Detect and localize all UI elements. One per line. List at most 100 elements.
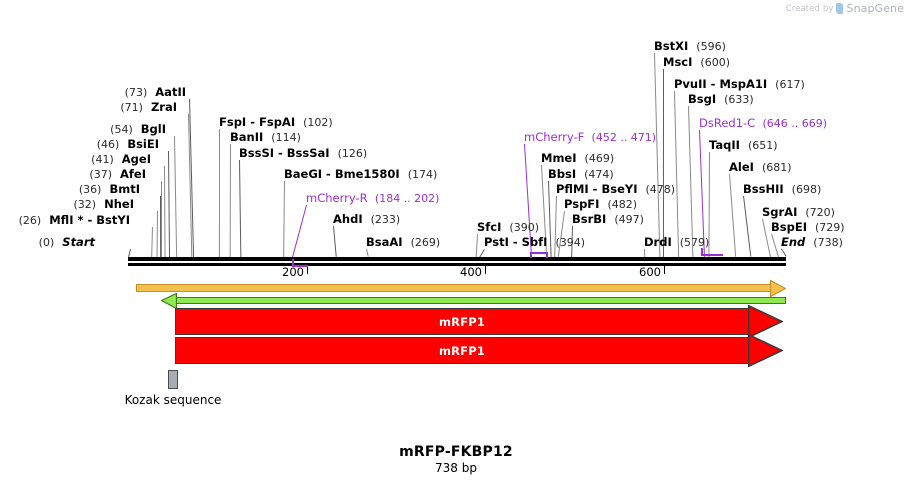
- enzyme-name-pspfi: PspFI: [564, 197, 600, 211]
- enzyme-label-bsrbi[interactable]: BsrBI (497): [572, 213, 644, 226]
- leader-line-sgrai: [762, 218, 771, 257]
- enzyme-name-sgrai: SgrAI: [762, 205, 798, 219]
- feature-mrfp1-1-body: mRFP1: [175, 308, 749, 335]
- enzyme-name-start: Start: [62, 235, 95, 249]
- enzyme-label-mfli-bstyi[interactable]: (26) MflI * - BstYI: [19, 214, 130, 227]
- enzyme-name-drdi: DrdI: [644, 235, 672, 249]
- enzyme-position-bsgi: (633): [724, 93, 754, 106]
- enzyme-label-bmti[interactable]: (36) BmtI: [79, 183, 140, 196]
- enzyme-label-drdi[interactable]: DrdI (579): [644, 236, 709, 249]
- enzyme-name-bsaai: BsaAI: [366, 235, 403, 249]
- enzyme-position-bsrbi: (497): [614, 213, 644, 226]
- leader-line-sfci: [475, 234, 478, 258]
- enzyme-position-bbsi: (474): [584, 168, 614, 181]
- snapgene-logo-icon: [836, 3, 844, 14]
- enzyme-label-mcherry-f[interactable]: mCherry-F (452 .. 471): [524, 131, 656, 144]
- enzyme-position-bgli: (54): [110, 123, 133, 136]
- enzyme-label-mcherry-r[interactable]: mCherry-R (184 .. 202): [306, 192, 439, 205]
- leader-line-bgli: [174, 135, 178, 257]
- enzyme-name-nhei: NheI: [104, 197, 134, 211]
- enzyme-position-nhei: (32): [73, 198, 97, 211]
- enzyme-name-ahdi: AhdI: [333, 212, 363, 226]
- enzyme-position-mcherry-f: (452 .. 471): [591, 131, 657, 144]
- enzyme-position-sgrai: (720): [805, 206, 835, 219]
- leader-line-ahdi: [333, 225, 337, 257]
- watermark-product-name: SnapGene: [846, 2, 904, 15]
- enzyme-label-msci[interactable]: MscI (600): [663, 56, 730, 69]
- enzyme-position-agei: (41): [91, 153, 114, 166]
- enzyme-label-pvuii[interactable]: PvuII - MspA1I (617): [674, 78, 805, 91]
- enzyme-label-bspei[interactable]: BspEI (729): [771, 221, 845, 234]
- leader-line-bsaai: [366, 248, 369, 257]
- enzyme-name-sfci: SfcI: [477, 220, 502, 234]
- enzyme-label-end[interactable]: End (738): [781, 236, 843, 249]
- ruler-tick-label-200: 200: [282, 265, 304, 279]
- enzyme-label-pflmi[interactable]: PflMI - BseYI (478): [556, 183, 675, 196]
- enzyme-label-ahdi[interactable]: AhdI (233): [333, 213, 400, 226]
- enzyme-label-bsgi[interactable]: BsgI (633): [688, 93, 754, 106]
- feature-kozak-box[interactable]: [168, 370, 178, 389]
- enzyme-label-aatii[interactable]: (73) AatII: [125, 86, 186, 99]
- enzyme-name-psti-sbfi: PstI - SbfI: [484, 235, 548, 249]
- enzyme-label-bstxi[interactable]: BstXI (596): [654, 40, 726, 53]
- enzyme-label-sgrai[interactable]: SgrAI (720): [762, 206, 835, 219]
- enzyme-position-bmti: (36): [78, 183, 102, 196]
- leader-line-fspi-fspai: [218, 129, 220, 258]
- enzyme-label-taqii[interactable]: TaqII (651): [709, 139, 778, 152]
- enzyme-position-pvuii: (617): [775, 78, 805, 91]
- enzyme-name-zrai: ZraI: [150, 100, 177, 114]
- ruler-tick-400: [484, 266, 486, 274]
- enzyme-label-bsiei[interactable]: (46) BsiEI: [97, 138, 159, 151]
- enzyme-name-bgli: BglI: [140, 122, 166, 136]
- ruler-center-line: [128, 260, 786, 263]
- enzyme-name-msci: MscI: [663, 55, 693, 69]
- enzyme-label-afei[interactable]: (37) AfeI: [89, 168, 146, 181]
- feature-mrfp1-2-body: mRFP1: [175, 337, 749, 364]
- enzyme-name-end: End: [781, 235, 806, 249]
- enzyme-position-pspfi: (482): [607, 198, 638, 211]
- enzyme-label-mmei[interactable]: MmeI (469): [541, 152, 614, 165]
- enzyme-label-agei[interactable]: (41) AgeI: [91, 153, 151, 166]
- enzyme-label-bbsi[interactable]: BbsI (474): [548, 168, 614, 181]
- enzyme-label-bsshii[interactable]: BssHII (698): [743, 183, 821, 196]
- enzyme-label-baegi[interactable]: BaeGI - Bme1580I (174): [284, 168, 437, 181]
- leader-line-mcherry-r: [292, 205, 308, 258]
- enzyme-label-pspfi[interactable]: PspFI (482): [564, 198, 637, 211]
- enzyme-name-mmei: MmeI: [541, 151, 577, 165]
- leader-line-nhei: [156, 211, 158, 258]
- leader-line-drdi: [644, 248, 646, 257]
- enzyme-label-bsssi[interactable]: BssSI - BssSaI (126): [239, 147, 367, 160]
- enzyme-label-banii[interactable]: BanII (114): [230, 131, 301, 144]
- enzyme-label-alei[interactable]: AleI (681): [729, 161, 792, 174]
- feature-mrfp1-2-label: mRFP1: [438, 343, 486, 358]
- enzyme-label-bgli[interactable]: (54) BglI: [110, 123, 166, 136]
- enzyme-label-zrai[interactable]: (71) ZraI: [120, 101, 177, 114]
- leader-line-pspfi: [557, 211, 565, 258]
- enzyme-label-psti-sbfi[interactable]: PstI - SbfI (394): [484, 236, 585, 249]
- enzyme-label-sfci[interactable]: SfcI (390): [477, 221, 539, 234]
- enzyme-position-bspei: (729): [815, 221, 845, 234]
- leader-line-bstxi: [654, 52, 661, 257]
- leader-line-mfli-bstyi: [151, 227, 153, 258]
- enzyme-name-mcherry-r: mCherry-R: [306, 191, 368, 205]
- enzyme-position-end: (738): [813, 236, 843, 249]
- enzyme-label-start[interactable]: (0) Start: [39, 236, 95, 249]
- feature-orange-body: [136, 284, 776, 292]
- enzyme-position-mcherry-r: (184 .. 202): [374, 192, 440, 205]
- enzyme-label-nhei[interactable]: (32) NheI: [74, 198, 135, 211]
- leader-line-bsgi: [688, 105, 694, 257]
- enzyme-label-dsred1-c[interactable]: DsRed1-C (646 .. 669): [699, 117, 827, 130]
- enzyme-name-fspi-fspai: FspI - FspAI: [219, 115, 296, 129]
- enzyme-label-fspi-fspai[interactable]: FspI - FspAI (102): [219, 116, 333, 129]
- enzyme-label-bsaai[interactable]: BsaAI (269): [366, 236, 440, 249]
- leader-line-agei: [164, 165, 166, 257]
- feature-green-arrowhead: [161, 293, 177, 309]
- enzyme-position-bsssi: (126): [337, 147, 368, 160]
- enzyme-name-bsgi: BsgI: [688, 92, 717, 106]
- enzyme-position-bsshii: (698): [791, 183, 822, 196]
- ruler-tick-200: [306, 266, 308, 274]
- leader-line-banii: [229, 144, 231, 258]
- enzyme-position-dsred1-c: (646 .. 669): [762, 117, 828, 130]
- enzyme-name-bmti: BmtI: [109, 182, 140, 196]
